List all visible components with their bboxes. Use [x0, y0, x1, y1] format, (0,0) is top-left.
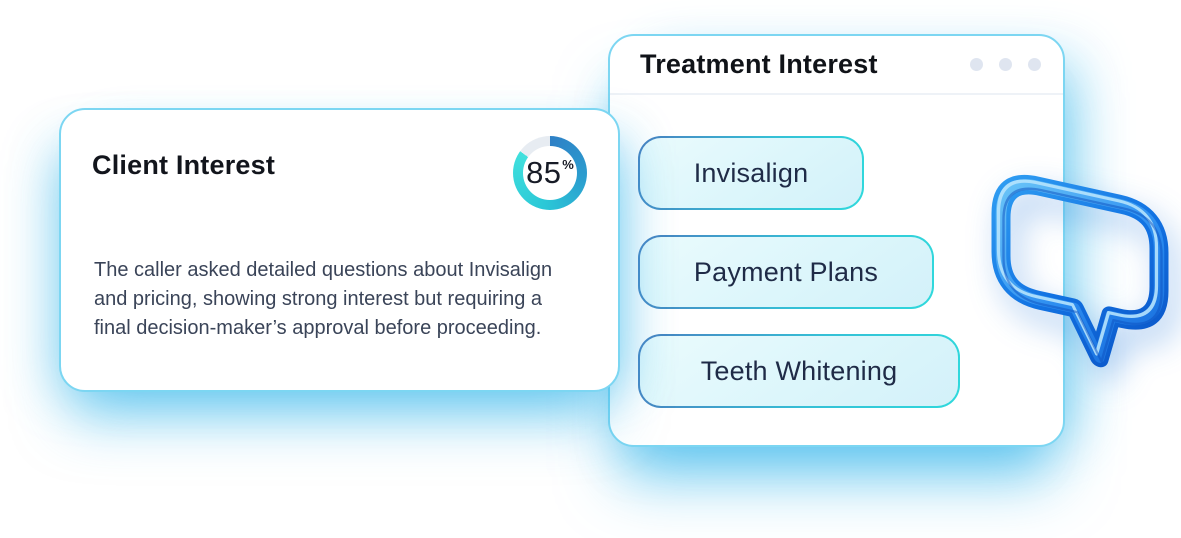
window-dot-icon	[1028, 58, 1041, 71]
client-card-title: Client Interest	[92, 150, 276, 180]
treatment-card-header: Treatment Interest	[610, 36, 1063, 95]
pill-invisalign[interactable]: Invisalign	[638, 136, 864, 210]
client-card-description: The caller asked detailed questions abou…	[94, 259, 553, 339]
treatment-interest-card: Treatment Interest Invisalign Payment Pl…	[608, 34, 1065, 447]
window-dot-icon	[970, 58, 983, 71]
treatment-pill-list: Invisalign Payment Plans Teeth Whitening	[610, 95, 1063, 408]
pill-payment-plans[interactable]: Payment Plans	[638, 235, 934, 309]
window-dot-icon	[999, 58, 1012, 71]
client-interest-card: Client Interest 85 % The caller asked de…	[59, 108, 620, 392]
progress-ring-hole: 85 %	[523, 146, 577, 200]
window-dots-icon	[970, 58, 1041, 71]
progress-value: 85	[526, 155, 562, 190]
client-card-header: Client Interest 85 %	[61, 110, 618, 210]
progress-ring: 85 %	[513, 136, 587, 210]
treatment-card-title: Treatment Interest	[640, 49, 878, 79]
progress-unit: %	[562, 156, 574, 172]
pill-teeth-whitening[interactable]: Teeth Whitening	[638, 334, 960, 408]
